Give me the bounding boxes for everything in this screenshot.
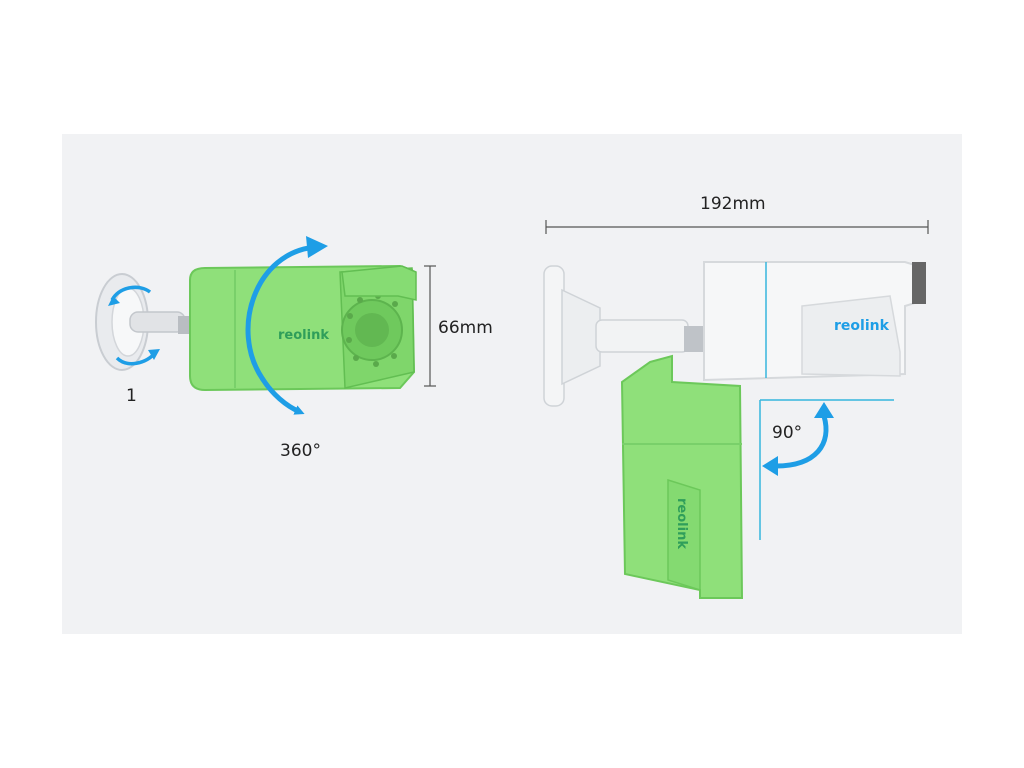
mount-arm: [595, 319, 689, 353]
svg-text:reolink: reolink: [674, 498, 689, 549]
tilt-arrow-icon: [775, 415, 829, 469]
reolink-logo: reolink: [278, 328, 329, 343]
rotate-arrow-icon: [245, 244, 317, 415]
left-camera: reolink: [95, 236, 436, 415]
length-label: 192mm: [700, 194, 766, 214]
pan-arrow-icon: [110, 285, 152, 302]
mount-base: [543, 265, 565, 407]
mount-arm: [129, 311, 186, 333]
tilted-camera-body: [620, 354, 744, 599]
count-label: 1: [126, 386, 137, 406]
rotation-label: 360°: [280, 441, 321, 461]
height-label: 66mm: [438, 318, 493, 338]
tilt-label: 90°: [772, 423, 803, 443]
reolink-logo: reolink: [834, 318, 890, 334]
right-camera: reolink reolink: [543, 220, 929, 599]
